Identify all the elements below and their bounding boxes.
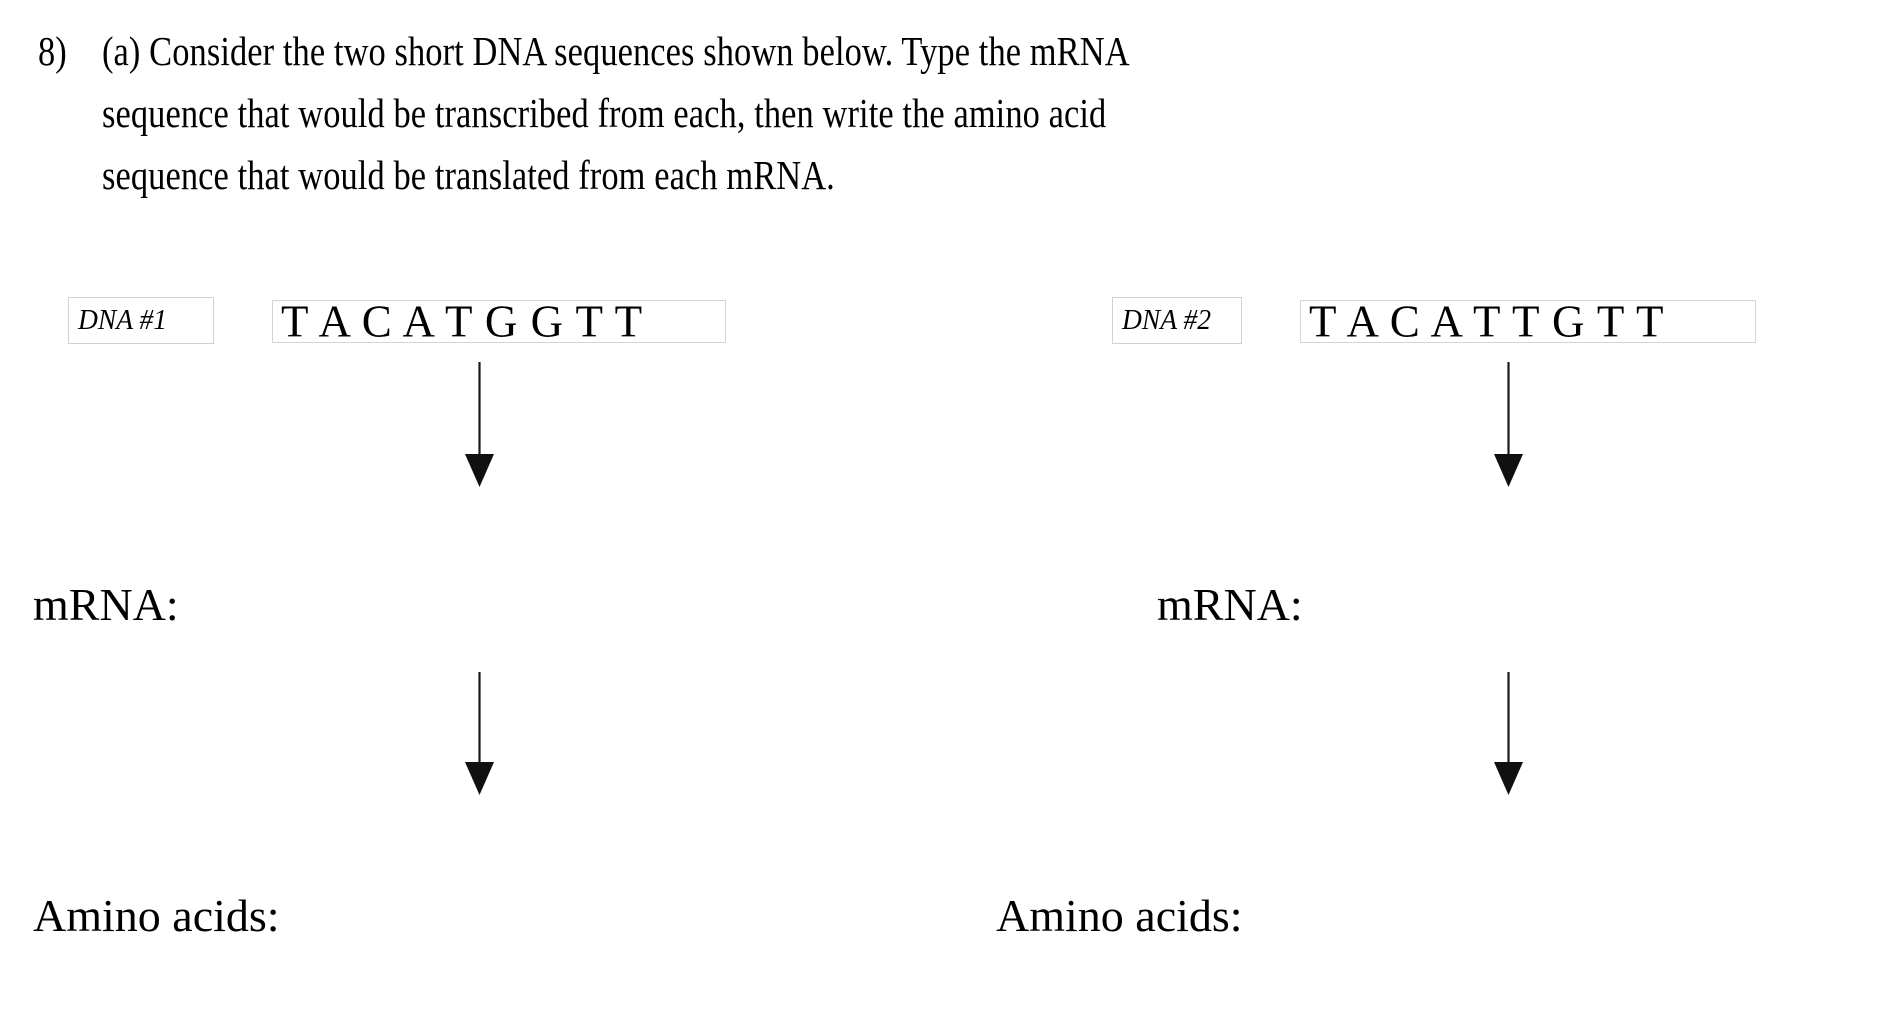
amino-acids-2-label: Amino acids: [996,890,1243,941]
translation-arrow-1 [460,670,500,800]
question-text: (a) Consider the two short DNA sequences… [102,20,1569,206]
dna-2-sequence-box[interactable]: T A C A T T G T T [1300,295,1756,347]
question-line-1: (a) Consider the two short DNA sequences… [102,28,1130,74]
dna-1-sequence-box[interactable]: T A C A T G G T T [272,295,726,347]
dna-1-label: DNA #1 [78,304,168,336]
question-block: 8) (a) Consider the two short DNA sequen… [38,20,1848,206]
dna-2-sequence: T A C A T T G T T [1309,295,1665,347]
transcription-arrow-1 [460,360,500,490]
dna-2-label: DNA #2 [1122,304,1212,336]
dna-1-sequence: T A C A T G G T T [281,295,644,347]
dna-1-label-box: DNA #1 [68,297,214,344]
dna-2-label-box: DNA #2 [1112,297,1242,344]
mrna-1-label: mRNA: [33,579,179,630]
question-line-2: sequence that would be transcribed from … [102,90,1107,136]
mrna-2-label: mRNA: [1157,579,1303,630]
translation-arrow-2 [1489,670,1529,800]
transcription-arrow-2 [1489,360,1529,490]
question-line-3: sequence that would be translated from e… [102,152,835,198]
question-number: 8) [38,28,67,74]
amino-acids-1-label: Amino acids: [33,890,280,941]
